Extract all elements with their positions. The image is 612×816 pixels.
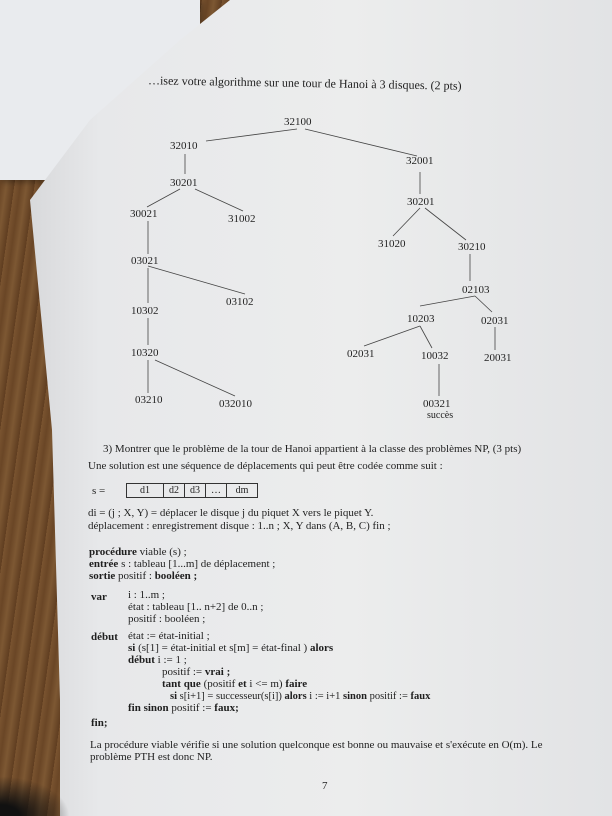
- algo-line: fin sinon positif := faux;: [128, 702, 239, 714]
- tree-node: 03021: [131, 255, 159, 267]
- algo-line: état := état-initial ;: [128, 630, 210, 642]
- tree-node: 02031: [347, 348, 375, 360]
- tree-node: 32001: [406, 155, 434, 167]
- tree-node: 03210: [135, 394, 163, 406]
- question-3: 3) Montrer que le problème de la tour de…: [103, 443, 522, 455]
- sequence-cell: d3: [185, 484, 206, 497]
- intro-text: Une solution est une séquence de déplace…: [88, 460, 443, 472]
- tree-node: 30021: [130, 208, 158, 220]
- tree-node: 10320: [131, 347, 159, 359]
- sequence-cell: …: [206, 484, 227, 497]
- sequence-cell: dm: [235, 485, 249, 496]
- algo-output: sortie positif : booléen ;: [89, 570, 198, 582]
- algo-end: fin;: [91, 717, 108, 729]
- page-number: 7: [322, 780, 328, 792]
- tree-node: 03102: [226, 296, 254, 308]
- sequence-cell: d1: [127, 484, 164, 497]
- tree-node: 032010: [219, 398, 252, 410]
- sequence-table: d1 d2 d3 … dm: [126, 483, 258, 498]
- tree-node: 31002: [228, 213, 256, 225]
- tree-node: 02103: [462, 284, 490, 296]
- algo-procedure: procédure viable (s) ;: [89, 546, 187, 558]
- success-label: succès: [427, 410, 454, 421]
- tree-node: 10203: [407, 313, 435, 325]
- algo-var-line: i : 1..m ;: [128, 589, 165, 601]
- algo-line: si (s[1] = état-initial et s[m] = état-f…: [128, 642, 334, 654]
- tree-node: 30210: [458, 241, 486, 253]
- algo-line: si s[i+1] = successeur(s[i]) alors i := …: [170, 691, 431, 702]
- paper-page: [30, 0, 612, 816]
- algo-var-line: positif : booléen ;: [128, 613, 206, 625]
- conclusion-line: problème PTH est donc NP.: [90, 751, 213, 763]
- tree-node: 10302: [131, 305, 159, 317]
- tree-node: 32010: [170, 140, 198, 152]
- algo-line: tant que (positif et i <= m) faire: [162, 678, 308, 690]
- tree-node: 30201: [170, 177, 198, 189]
- algo-line: positif := vrai ;: [162, 666, 231, 678]
- algo-line: début i := 1 ;: [128, 654, 187, 666]
- tree-node: 02031: [481, 315, 509, 327]
- tree-node: 10032: [421, 350, 449, 362]
- shadow: [0, 776, 70, 816]
- tree-node: 00321: [423, 398, 451, 410]
- sequence-label: s =: [92, 485, 106, 497]
- sequence-cell: d2: [164, 484, 185, 497]
- definition-move: di = (j ; X, Y) = déplacer le disque j d…: [88, 507, 374, 519]
- algo-var-line: état : tableau [1.. n+2] de 0..n ;: [128, 601, 264, 613]
- tree-node: 20031: [484, 352, 512, 364]
- tree-node: 31020: [378, 238, 406, 250]
- definition-record: déplacement : enregistrement disque : 1.…: [88, 520, 391, 532]
- tree-node: 30201: [407, 196, 435, 208]
- conclusion-line: La procédure viable vérifie si une solut…: [90, 739, 543, 751]
- algo-var-keyword: var: [91, 591, 107, 603]
- algo-begin-keyword: début: [91, 631, 118, 643]
- algo-input: entrée s : tableau [1...m] de déplacemen…: [89, 558, 276, 570]
- tree-node: 32100: [284, 116, 312, 128]
